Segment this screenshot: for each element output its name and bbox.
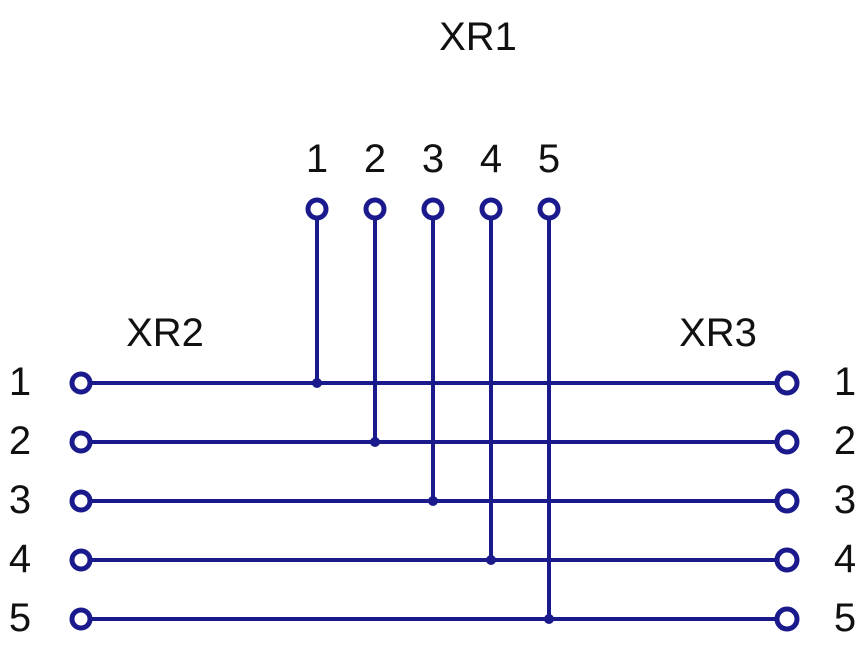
xr2-pin-label-3: 3 (9, 478, 31, 522)
xr3-pin-label-4: 4 (834, 537, 856, 581)
xr3-terminal-2 (774, 429, 800, 455)
junction-dot-1 (312, 378, 322, 388)
xr1-terminal-4 (479, 197, 503, 221)
xr3-title: XR3 (679, 311, 757, 355)
xr1-pin-label-3: 3 (422, 137, 444, 181)
xr3-pin-label-3: 3 (834, 478, 856, 522)
xr2-pin-label-4: 4 (9, 537, 31, 581)
xr3-pin-label-1: 1 (834, 360, 856, 404)
xr3-terminal-4 (774, 547, 800, 573)
junction-dot-4 (486, 555, 496, 565)
xr3-terminal-3 (774, 488, 800, 514)
xr3-pin-label-5: 5 (834, 596, 856, 640)
xr1-terminal-3 (421, 197, 445, 221)
xr3-terminal-5 (774, 606, 800, 632)
xr2-terminal-4 (69, 548, 93, 572)
xr2-title: XR2 (126, 311, 204, 355)
xr1-terminal-5 (537, 197, 561, 221)
xr2-terminal-1 (69, 371, 93, 395)
xr3-pin-label-2: 2 (834, 419, 856, 463)
xr1-terminal-1 (305, 197, 329, 221)
xr2-terminal-2 (69, 430, 93, 454)
junction-dot-5 (544, 614, 554, 624)
xr1-pin-label-5: 5 (538, 137, 560, 181)
xr1-pin-label-2: 2 (364, 137, 386, 181)
xr1-pin-label-4: 4 (480, 137, 502, 181)
xr1-pin-label-1: 1 (306, 137, 328, 181)
xr2-terminal-3 (69, 489, 93, 513)
xr2-pin-label-2: 2 (9, 419, 31, 463)
xr1-title: XR1 (439, 15, 517, 59)
xr2-pin-label-5: 5 (9, 596, 31, 640)
xr1-terminal-2 (363, 197, 387, 221)
xr3-terminal-1 (774, 370, 800, 396)
junction-dot-2 (370, 437, 380, 447)
junction-dot-3 (428, 496, 438, 506)
xr2-pin-label-1: 1 (9, 360, 31, 404)
xr2-terminal-5 (69, 607, 93, 631)
